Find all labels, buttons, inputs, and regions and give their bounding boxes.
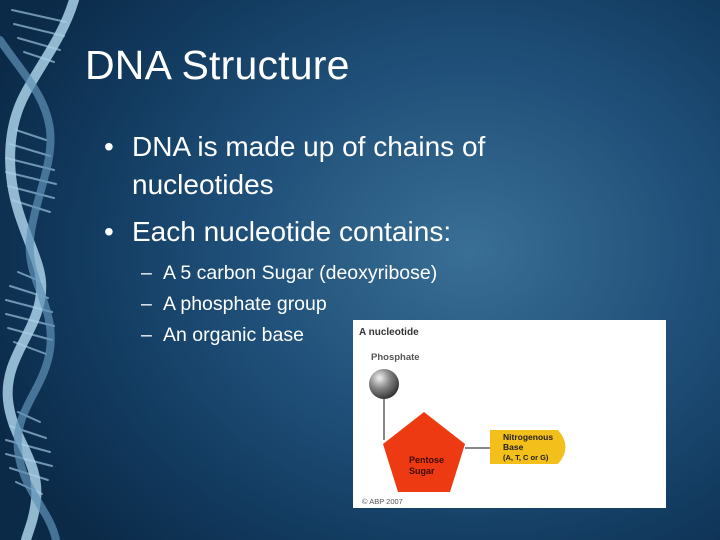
- sub-bullet-item: – An organic base: [141, 320, 437, 351]
- sub-bullet-marker: –: [141, 262, 152, 284]
- phosphate-label: Phosphate: [371, 352, 420, 363]
- diagram-heading: A nucleotide: [359, 327, 419, 338]
- slide-title: DNA Structure: [85, 42, 350, 88]
- sub-bullet-text: A phosphate group: [163, 293, 327, 315]
- helix-strand-back: [0, 36, 60, 540]
- sub-bullet-item: – A phosphate group: [141, 289, 437, 320]
- sub-bullet-item: – A 5 carbon Sugar (deoxyribose): [141, 258, 437, 289]
- sub-bullet-marker: –: [141, 324, 152, 346]
- bullet-text: DNA is made up of chains of nucleotides: [132, 131, 486, 200]
- dna-helix-decoration: [0, 0, 79, 540]
- bullet-list: • DNA is made up of chains of nucleotide…: [104, 128, 554, 260]
- bullet-marker: •: [104, 216, 114, 247]
- sub-bullet-list: – A 5 carbon Sugar (deoxyribose) – A pho…: [141, 258, 437, 351]
- sub-bullet-marker: –: [141, 293, 152, 315]
- sub-bullet-text: A 5 carbon Sugar (deoxyribose): [163, 262, 438, 284]
- nucleotide-diagram: A nucleotide Phosphate Pentose Sugar Nit…: [353, 320, 666, 508]
- copyright-text: © ABP 2007: [362, 497, 403, 506]
- bullet-marker: •: [104, 131, 114, 162]
- sugar-label-line-2: Sugar: [409, 466, 435, 476]
- base-label-line-3: (A, T, C or G): [503, 453, 549, 462]
- base-label-line-2: Base: [503, 442, 524, 452]
- nitrogenous-base-shape: [490, 430, 566, 464]
- pentose-sugar-shape: [383, 412, 465, 492]
- sugar-label-line-1: Pentose: [409, 455, 444, 465]
- bullet-item: • DNA is made up of chains of nucleotide…: [104, 128, 554, 204]
- sub-bullet-text: An organic base: [163, 324, 304, 346]
- bullet-item: • Each nucleotide contains:: [104, 213, 554, 251]
- phosphate-ball-icon: [369, 369, 399, 399]
- base-label-line-1: Nitrogenous: [503, 432, 553, 442]
- bullet-text: Each nucleotide contains:: [132, 216, 452, 247]
